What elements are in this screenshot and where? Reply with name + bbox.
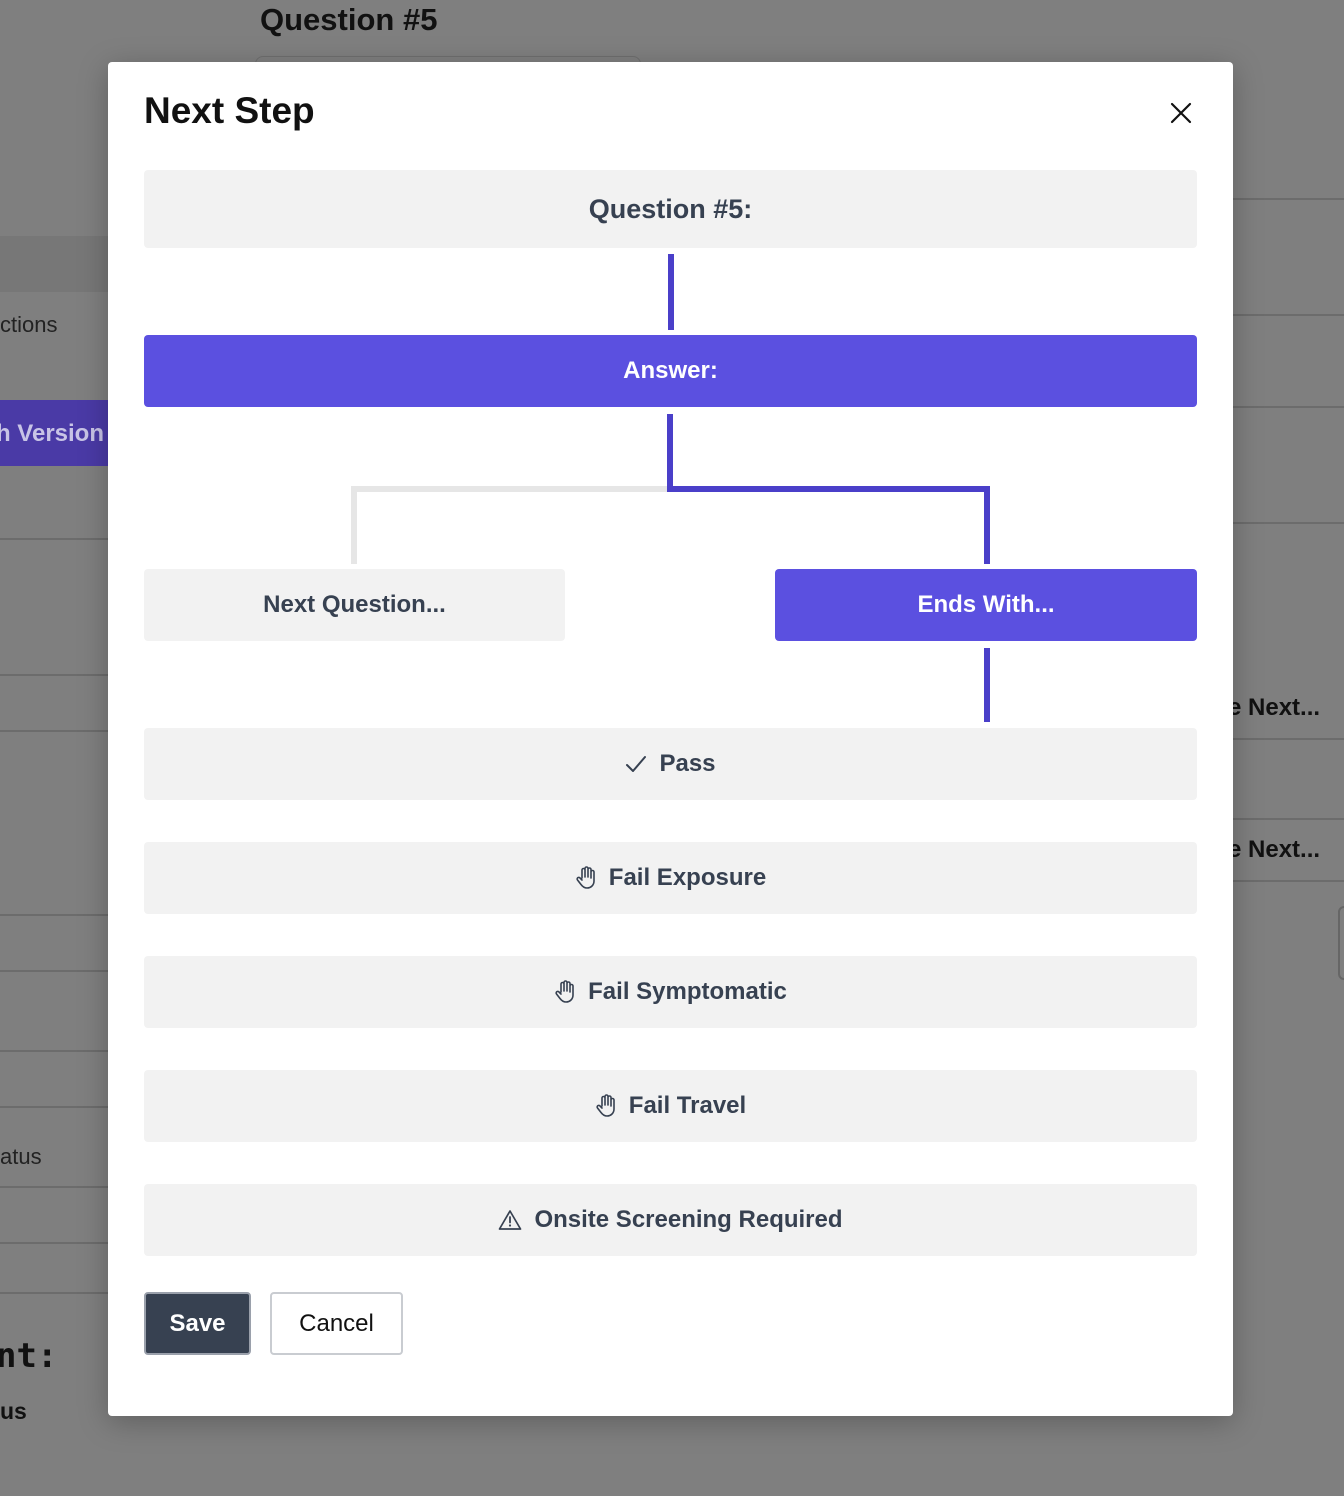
background-divider (1233, 880, 1344, 882)
option-label: Pass (659, 750, 716, 777)
background-mono-text: nt: (0, 1336, 58, 1376)
background-divider (0, 1242, 108, 1244)
option-fail-symptomatic[interactable]: Fail Symptomatic (144, 956, 1197, 1028)
close-button[interactable] (1166, 98, 1196, 128)
background-text-atus: atus (0, 1144, 42, 1169)
next-question-box[interactable]: Next Question... (144, 569, 565, 641)
connector-next-question (351, 486, 671, 564)
background-text-us: us (0, 1398, 27, 1424)
check-icon (625, 753, 647, 775)
background-divider (0, 970, 108, 972)
next-step-modal: Next Step Question #5: Answer: Next Ques… (108, 62, 1233, 1416)
modal-title: Next Step (144, 90, 315, 131)
background-divider (1233, 198, 1344, 200)
background-divider (1233, 818, 1344, 820)
background-divider (0, 1186, 108, 1188)
option-label: Onsite Screening Required (534, 1206, 843, 1233)
hand-icon (554, 980, 576, 1004)
option-onsite-screening[interactable]: Onsite Screening Required (144, 1184, 1197, 1256)
background-divider (0, 730, 108, 732)
close-icon (1170, 102, 1192, 124)
background-version-label: h Version (0, 420, 104, 447)
background-next-text: e Next... (1228, 694, 1321, 721)
background-divider (1233, 522, 1344, 524)
option-fail-exposure[interactable]: Fail Exposure (144, 842, 1197, 914)
save-button[interactable]: Save (144, 1292, 251, 1355)
connector-ends-with (667, 414, 990, 564)
ends-with-label: Ends With... (917, 591, 1055, 618)
background-next-text: e Next... (1228, 836, 1321, 863)
background-text-ctions: ctions (0, 312, 58, 337)
answer-label: Answer: (623, 357, 718, 384)
hand-icon (575, 866, 597, 890)
background-question-title: Question #5 (260, 2, 438, 37)
answer-box[interactable]: Answer: (144, 335, 1197, 407)
background-divider (0, 1292, 108, 1294)
background-divider (0, 1050, 108, 1052)
question-label: Question #5: (588, 193, 753, 224)
background-divider (1233, 738, 1344, 740)
background-divider (1233, 406, 1344, 408)
background-divider (0, 1106, 108, 1108)
background-version-button: h Version (0, 400, 108, 466)
background-divider (0, 538, 108, 540)
next-question-label: Next Question... (263, 591, 446, 618)
flow-connectors (351, 254, 990, 722)
background-divider (0, 914, 108, 916)
question-box: Question #5: (144, 170, 1197, 248)
option-label: Fail Travel (628, 1092, 747, 1119)
option-pass[interactable]: Pass (144, 728, 1197, 800)
ends-with-box[interactable]: Ends With... (775, 569, 1197, 641)
option-fail-travel[interactable]: Fail Travel (144, 1070, 1197, 1142)
background-divider (0, 674, 108, 676)
background-divider (1233, 314, 1344, 316)
background-left-band (0, 236, 108, 292)
warning-icon (498, 1209, 522, 1231)
option-label: Fail Exposure (608, 864, 767, 891)
cancel-button[interactable]: Cancel (270, 1292, 403, 1355)
option-label: Fail Symptomatic (588, 978, 787, 1005)
hand-icon (595, 1094, 617, 1118)
background-right-tab (1338, 906, 1344, 980)
